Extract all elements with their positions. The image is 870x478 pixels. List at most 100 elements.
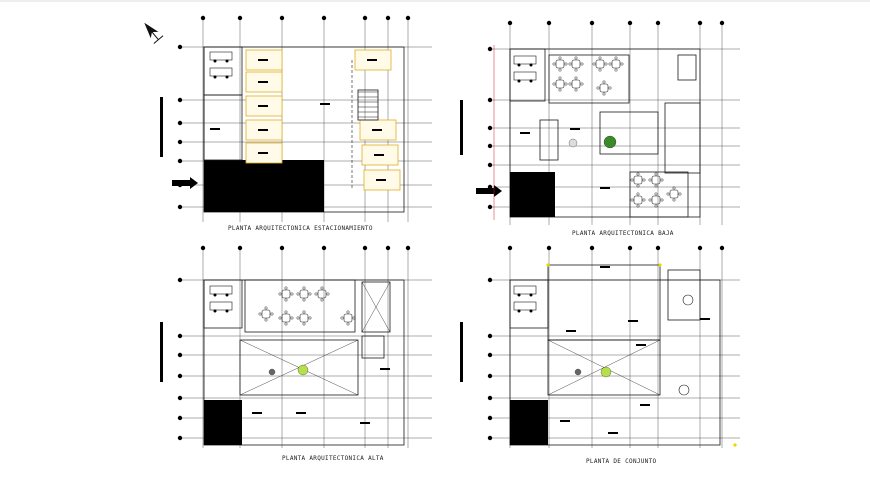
caption-conjunto: PLANTA DE CONJUNTO [586,458,657,465]
bathroom [677,54,697,81]
grid-bubble [487,395,493,401]
table-icon [599,83,609,93]
chair-icon [654,192,658,196]
car-wheel [225,293,229,297]
chair-icon [346,310,350,314]
chair-icon [596,86,600,90]
chair-icon [270,312,274,316]
table-icon [299,289,309,299]
grid-bubble [177,352,183,358]
room-label [566,330,576,332]
grid-bubble [487,97,493,103]
table-icon [633,175,643,185]
plant-icon [574,368,582,376]
car-icon [209,67,233,77]
grid-bubble [385,245,391,251]
grid-bubble [237,15,243,21]
plant-icon [603,135,617,149]
grid-bubble [177,44,183,50]
car-wheel [225,75,229,79]
chair-icon [302,322,306,326]
room [203,94,243,161]
chair-icon [598,68,602,72]
table-icon [555,59,565,69]
section-mark [460,100,463,155]
grid-bubble [719,245,725,251]
chair-icon [558,88,562,92]
grid-bubble [385,15,391,21]
chair-icon [568,82,572,86]
grid-bubble [279,15,285,21]
grid-bubble [589,20,595,26]
car-wheel [225,59,229,63]
table-icon [261,309,271,319]
grid-bubble [177,435,183,441]
grid-bubble [627,245,633,251]
room-label [376,179,386,181]
grid-bubble [362,245,368,251]
grid-bubble [487,143,493,149]
chair-icon [608,62,612,66]
table-icon [651,175,661,185]
plant-icon [268,368,276,376]
car-wheel [517,79,521,83]
table-icon [281,313,291,323]
chair-icon [326,292,330,296]
car-wheel [213,293,217,297]
chair-icon [284,286,288,290]
section-mark [160,322,163,382]
car-icon [513,55,537,65]
room-label [600,266,610,268]
chair-icon [302,286,306,290]
solid-fill-block [204,400,242,445]
grid-bubble [405,15,411,21]
table-icon [633,195,643,205]
room-label [252,412,262,414]
caption-alta: PLANTA ARQUITECTONICA ALTA [282,455,384,462]
grid-bubble [487,352,493,358]
chair-icon [302,298,306,302]
grid-bubble [405,245,411,251]
room-label [374,154,384,156]
chair-icon [642,198,646,202]
room-label [360,422,370,424]
chair-icon [580,62,584,66]
grid-bubble [487,435,493,441]
plant-icon [568,138,578,148]
plan-estacionamiento [160,15,432,222]
chair-icon [648,178,652,182]
grid-bubble [177,158,183,164]
table-icon [317,289,327,299]
grid-bubble [177,204,183,210]
chair-icon [604,62,608,66]
chair-icon [340,316,344,320]
room-label [700,318,710,320]
plan-conjunto [460,245,740,448]
chair-icon [320,298,324,302]
car-icon [209,285,233,295]
chair-icon [614,68,618,72]
chair-icon [314,292,318,296]
car-wheel [213,59,217,63]
chair-icon [636,192,640,196]
room-label [367,59,377,61]
terrace [239,339,359,396]
chair-icon [654,204,658,208]
section-arrow-icon [172,177,198,189]
grid-bubble [627,20,633,26]
void [361,281,391,333]
chair-icon [602,92,606,96]
table-icon [281,289,291,299]
chair-icon [284,298,288,302]
grid-bubble [321,15,327,21]
chair-icon [558,56,562,60]
grid-bubble [177,415,183,421]
chair-icon [284,322,288,326]
grid-bubble [487,125,493,131]
caption-baja: PLANTA ARQUITECTONICA BAJA [572,230,674,237]
chair-icon [672,186,676,190]
table-icon [299,313,309,323]
car-wheel [517,63,521,67]
section-mark [460,322,463,382]
